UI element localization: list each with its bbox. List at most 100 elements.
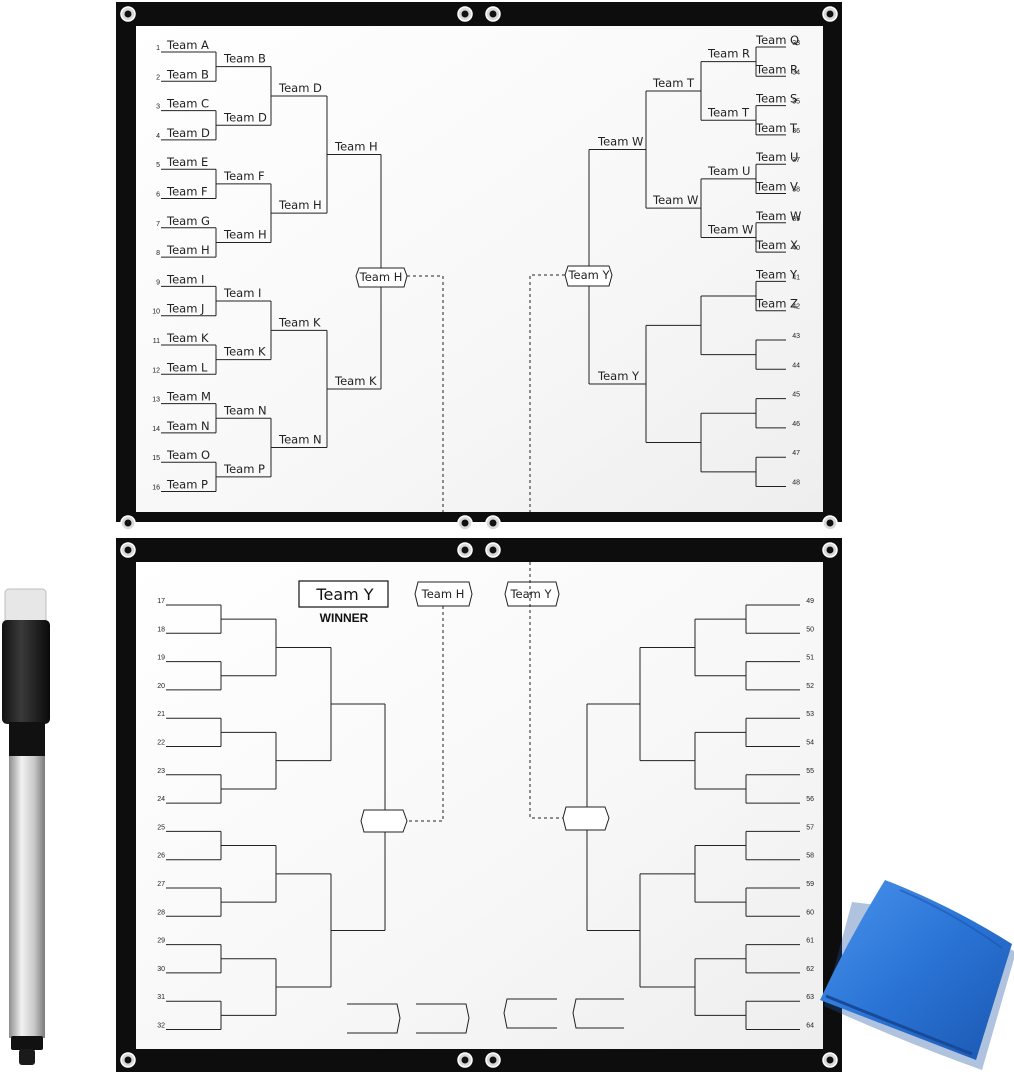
tr-r3-team-2: Team W (652, 193, 698, 207)
br-seed-64: 64 (806, 1023, 814, 1030)
grommet-hole-8 (826, 519, 834, 527)
grommet-hole-15 (489, 1056, 497, 1064)
cloth-fold (899, 889, 1003, 949)
bottom-board (116, 538, 842, 1072)
tl-r3-team-2: Team H (278, 198, 322, 212)
br-seed-60: 60 (806, 909, 814, 916)
tr-seed-44: 44 (792, 362, 800, 369)
final-right-label: Team Y (509, 587, 552, 601)
tr-seed-38: 38 (792, 187, 800, 194)
grommet-hole-1 (124, 10, 132, 18)
marker-band (9, 722, 45, 758)
tl-team-6: Team F (166, 185, 208, 199)
semi-box-top-right: Team Y (564, 265, 613, 287)
tl-r2-team-5: Team I (223, 286, 261, 300)
tl-seed-2: 2 (156, 74, 160, 81)
tl-r3-team-3: Team K (278, 315, 321, 329)
tr-team-9: Team Y (755, 267, 798, 281)
dash-bottom-right (529, 562, 563, 819)
tl-seed-1: 1 (156, 45, 160, 52)
microfiber-cloth (820, 880, 1014, 1070)
dash-top-right (529, 274, 565, 512)
tr-team-8: Team X (755, 238, 798, 252)
slot-2 (416, 1003, 470, 1034)
tl-team-13: Team M (166, 390, 211, 404)
br-seed-51: 51 (806, 655, 814, 662)
grommet-hole-16 (826, 1056, 834, 1064)
tl-seed-11: 11 (153, 338, 160, 345)
marker-cap (2, 620, 50, 724)
tl-seed-15: 15 (152, 455, 160, 462)
semi-box-bottom-left (360, 809, 408, 833)
bl-seed-24: 24 (157, 796, 165, 803)
grommet-hole-9 (124, 546, 132, 554)
cloth-hem (825, 994, 973, 1056)
tl-r4-team-1: Team H (334, 140, 378, 154)
dashed-connectors (407, 274, 565, 822)
final-box-left: Team H (414, 581, 473, 607)
tl-team-1: Team A (166, 38, 209, 52)
grommet-hole-6 (461, 519, 469, 527)
bl-seed-21: 21 (157, 711, 165, 718)
tl-team-16: Team P (166, 478, 208, 492)
tl-seed-7: 7 (156, 221, 160, 228)
semi-top-left-label: Team H (359, 270, 403, 284)
bl-seed-31: 31 (157, 994, 165, 1001)
tr-seed-43: 43 (792, 333, 800, 340)
winner-label: WINNER (320, 611, 369, 625)
tl-r2-team-1: Team B (223, 52, 266, 66)
tr-r2-team-3: Team U (707, 164, 750, 178)
br-seed-53: 53 (806, 711, 814, 718)
tr-team-6: Team V (755, 180, 798, 194)
bl-seed-32: 32 (157, 1023, 165, 1030)
semi-box-bottom-right (562, 806, 610, 831)
tl-r2-team-7: Team N (223, 403, 267, 417)
br-seed-49: 49 (806, 598, 814, 605)
br-seed-59: 59 (806, 881, 814, 888)
bl-seed-29: 29 (157, 938, 165, 945)
tr-seed-40: 40 (792, 245, 800, 252)
slot-3 (503, 998, 557, 1029)
tr-seed-42: 42 (792, 304, 800, 311)
bl-seed-22: 22 (157, 740, 165, 747)
bl-seed-26: 26 (157, 853, 165, 860)
final-box-right: Team Y (504, 581, 560, 607)
tr-seed-39: 39 (792, 216, 800, 223)
tr-team-4: Team T (755, 121, 798, 135)
grommet-hole-5 (124, 519, 132, 527)
champion-box: Team Y WINNER (298, 580, 389, 625)
tr-seed-46: 46 (792, 421, 800, 428)
tl-team-10: Team J (166, 302, 204, 316)
dash-top-left (407, 275, 444, 512)
bl-seed-17: 17 (157, 598, 165, 605)
tr-seed-41: 41 (792, 274, 800, 281)
tr-seed-48: 48 (792, 480, 800, 487)
tr-team-3: Team S (755, 92, 797, 106)
cloth-body (820, 880, 1012, 1060)
grommet-hole-4 (826, 10, 834, 18)
grommets (120, 6, 838, 1068)
grommet-hole-3 (489, 10, 497, 18)
tl-r3-team-4: Team N (278, 433, 322, 447)
br-seed-61: 61 (806, 938, 814, 945)
bl-seed-27: 27 (157, 881, 165, 888)
marker-tip (19, 1049, 35, 1065)
br-seed-56: 56 (806, 796, 814, 803)
tl-r2-team-8: Team P (223, 462, 265, 476)
slot-1 (347, 1003, 401, 1034)
tl-team-4: Team D (166, 126, 210, 140)
top-board (116, 2, 842, 522)
tl-team-7: Team G (166, 214, 210, 228)
semi-top-right-label: Team Y (567, 268, 610, 282)
tl-team-11: Team K (166, 331, 209, 345)
slot-4 (572, 998, 624, 1029)
marker-tip-collar (11, 1036, 43, 1050)
tl-r2-team-2: Team D (223, 110, 267, 124)
tr-r4-team-1: Team W (597, 135, 643, 149)
bracket-lines (161, 46, 800, 1030)
semi-box-top-left: Team H (355, 267, 408, 288)
tl-team-14: Team N (166, 419, 210, 433)
br-seed-54: 54 (806, 740, 814, 747)
tr-team-1: Team Q (755, 33, 799, 47)
